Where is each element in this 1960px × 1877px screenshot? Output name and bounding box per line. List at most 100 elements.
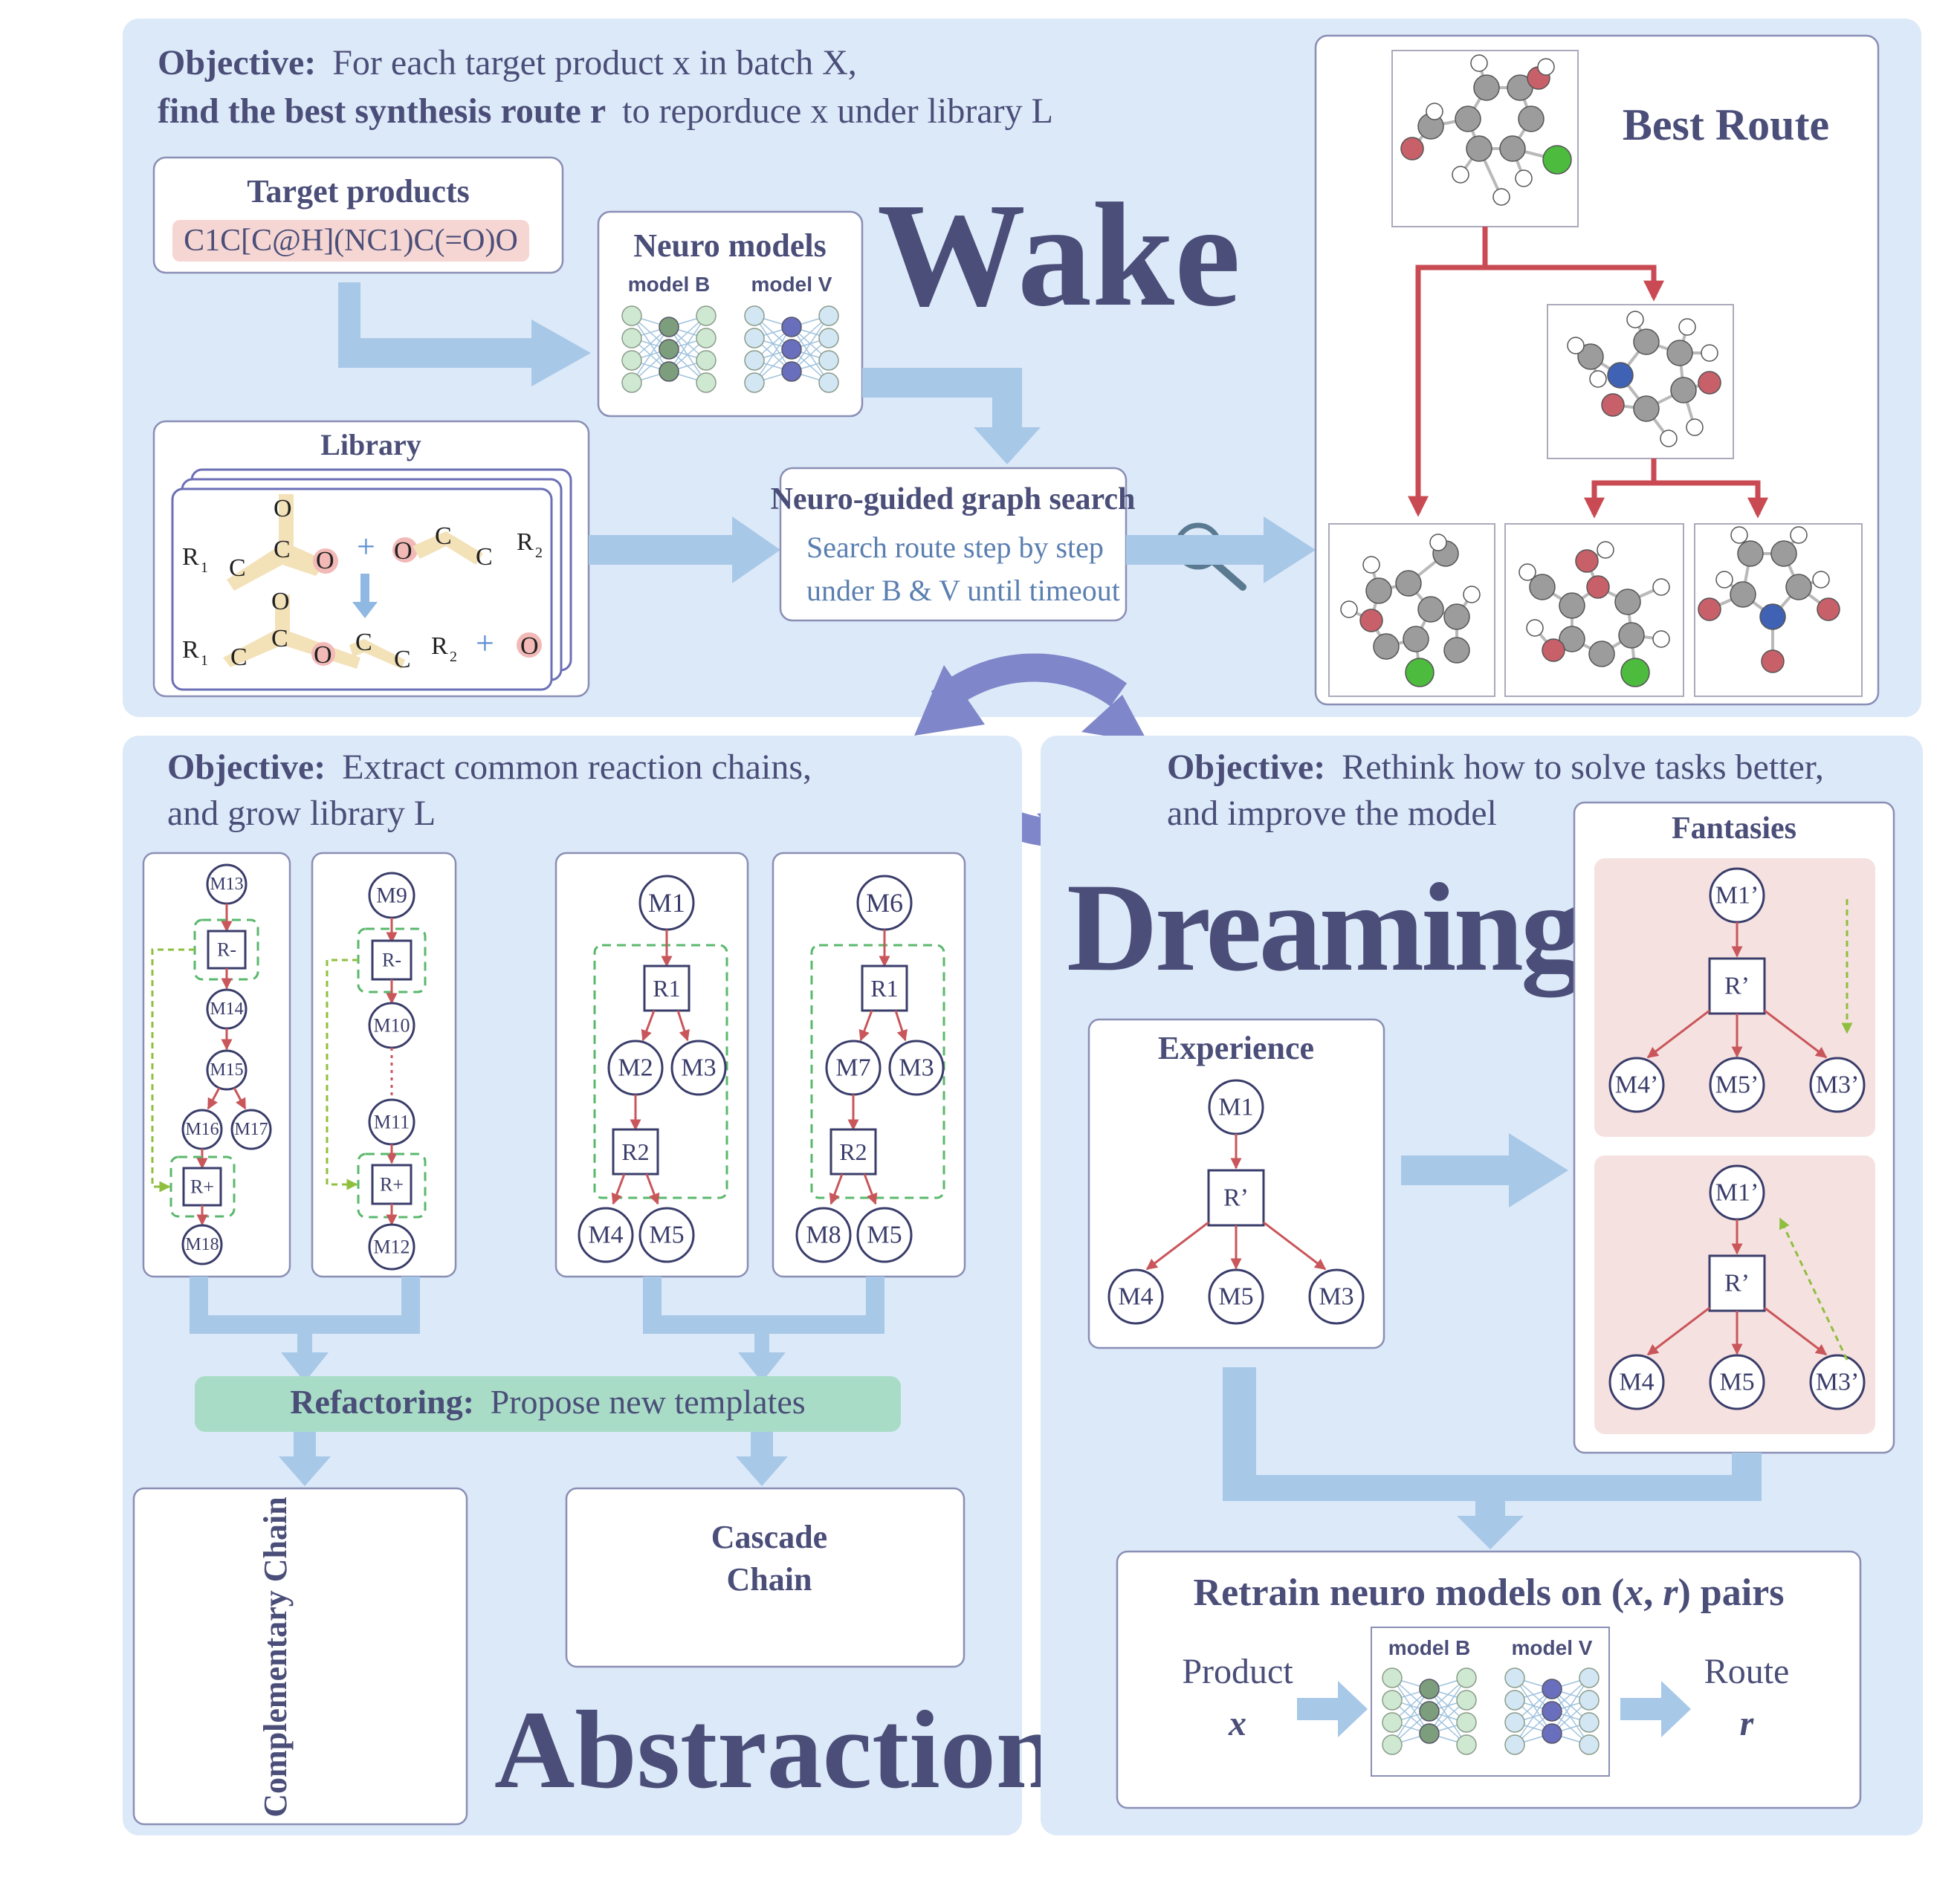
graph-edge [829,1173,844,1205]
svg-text:+: + [476,625,494,661]
graph-edge [611,1173,626,1205]
library-reaction-arrow [352,574,378,618]
r2-b-square [829,1128,877,1176]
exp-leaf-2-label: M3 [1319,1283,1353,1311]
complement-link-2 [326,959,358,1190]
fan1-leaf-2-label: M3’ [1816,1072,1860,1099]
complementary-chain-label: Complementary Chain [257,1497,294,1817]
m14-label: M14 [210,999,243,1019]
retrain-models-frame [1371,1627,1610,1777]
target-products-box: Target products C1C[C@H](NC1)C(=O)O [152,156,564,274]
highlight-acyl [227,494,327,591]
graph-edge [1263,1221,1327,1271]
m3-b-label: M3 [899,1054,934,1082]
m12-label: M12 [373,1236,410,1258]
retrain-model-v-label: model V [1512,1636,1593,1659]
route-variable: r [1740,1704,1755,1743]
fan1-rprime-square [1708,957,1766,1015]
fan2-leaf-2-circle [1809,1354,1866,1410]
complementary-chain-box [132,1487,468,1826]
r-minus-2-square [371,939,413,981]
svg-text:C: C [476,543,493,571]
exp-leaf-0-circle [1107,1268,1164,1325]
abstraction-objective: Objective: Extract common reaction chain… [167,748,812,787]
route-edge-root-mid [1485,265,1664,302]
svg-text:O: O [314,641,332,669]
product-variable: x [1228,1704,1246,1743]
route-box-2 [311,852,457,1278]
graph-search-box: Neuro-guided graph search Search route s… [771,467,1246,622]
abstraction-title: Abstraction [494,1688,1058,1812]
cascade-chain-box [565,1487,966,1668]
svg-text:R: R [182,636,199,664]
m16-label: M16 [185,1120,219,1139]
graph-edge [1646,1306,1710,1356]
svg-text:R: R [182,543,199,571]
svg-text:O: O [394,537,413,565]
wake-objective-line2: find the best synthesis route r to repor… [158,91,1053,131]
experience-title: Experience [1158,1030,1314,1066]
model-b-network-icon [621,305,717,393]
r2-square [612,1128,659,1176]
m18-label: M18 [185,1235,219,1254]
exp-leaf-0-label: M4 [1118,1283,1153,1311]
highlight-oxygen-2 [392,537,418,563]
graph-edge [207,1087,221,1110]
m5-b-circle [856,1207,913,1263]
fan2-root-label: M1’ [1715,1179,1759,1207]
m2-label: M2 [618,1054,653,1082]
refactoring-bar [195,1376,901,1432]
highlight-alkyl-2 [349,639,405,669]
abstraction-panel: Objective: Extract common reaction chain… [123,736,1058,1835]
r-plus-2-label: R+ [380,1174,404,1196]
r-minus-1-square [207,930,247,970]
m4-circle [578,1207,634,1263]
m17-label: M17 [234,1120,268,1139]
m15-circle [206,1049,248,1091]
model-v-network-icon [744,305,839,393]
r2-label: R2 [621,1138,649,1165]
target-smiles: C1C[C@H](NC1)C(=O)O [184,224,518,258]
m5-circle [638,1207,695,1263]
exp-leaf-1-circle [1208,1268,1264,1325]
graph-edge [863,1173,878,1205]
wake-panel: Objective: For each target product x in … [123,19,1921,717]
svg-text:2: 2 [535,545,543,561]
svg-text:O: O [520,632,539,660]
fan2-rprime-label: R’ [1724,1270,1750,1297]
arrow-models-to-route [1620,1681,1691,1737]
m8-label: M8 [806,1222,841,1249]
m4-label: M4 [588,1222,623,1249]
svg-text:O: O [271,588,290,615]
wake-model-v-label: model V [751,273,832,296]
fan1-leaf-2-circle [1809,1057,1866,1113]
graph-edge [894,1010,908,1042]
library-title: Library [320,428,421,461]
fan1-root-label: M1’ [1715,882,1759,910]
m1-label: M1 [648,888,685,918]
fan1-leaf-1-label: M5’ [1715,1072,1759,1099]
m3-label: M3 [681,1054,716,1082]
m3-circle [670,1040,727,1096]
r-plus-1-label: R+ [190,1176,214,1198]
molecule-structures [1340,54,1840,687]
retrain-model-b-network-icon [1382,1667,1477,1755]
svg-text:R: R [431,632,448,660]
chain-highlight-box [593,944,728,1199]
fan2-leaf-0-label: M4 [1619,1369,1654,1396]
arrow-refactor-to-cascade [736,1432,788,1486]
svg-text:C: C [229,554,246,582]
product-label: Product [1182,1652,1293,1691]
r-plus-2-square [371,1164,413,1205]
arrow-library-to-search [589,516,780,583]
svg-text:C: C [435,522,452,550]
route-edge-mid-leaf2 [1584,458,1657,519]
m17-circle [230,1109,272,1150]
route-edge-root-leaf1 [1408,227,1488,517]
arrow-product-to-models [1297,1681,1368,1737]
fantasies-title: Fantasies [1672,811,1796,846]
m15-label: M15 [210,1060,243,1080]
dreaming-panel: Objective: Rethink how to solve tasks be… [1041,736,1923,1835]
